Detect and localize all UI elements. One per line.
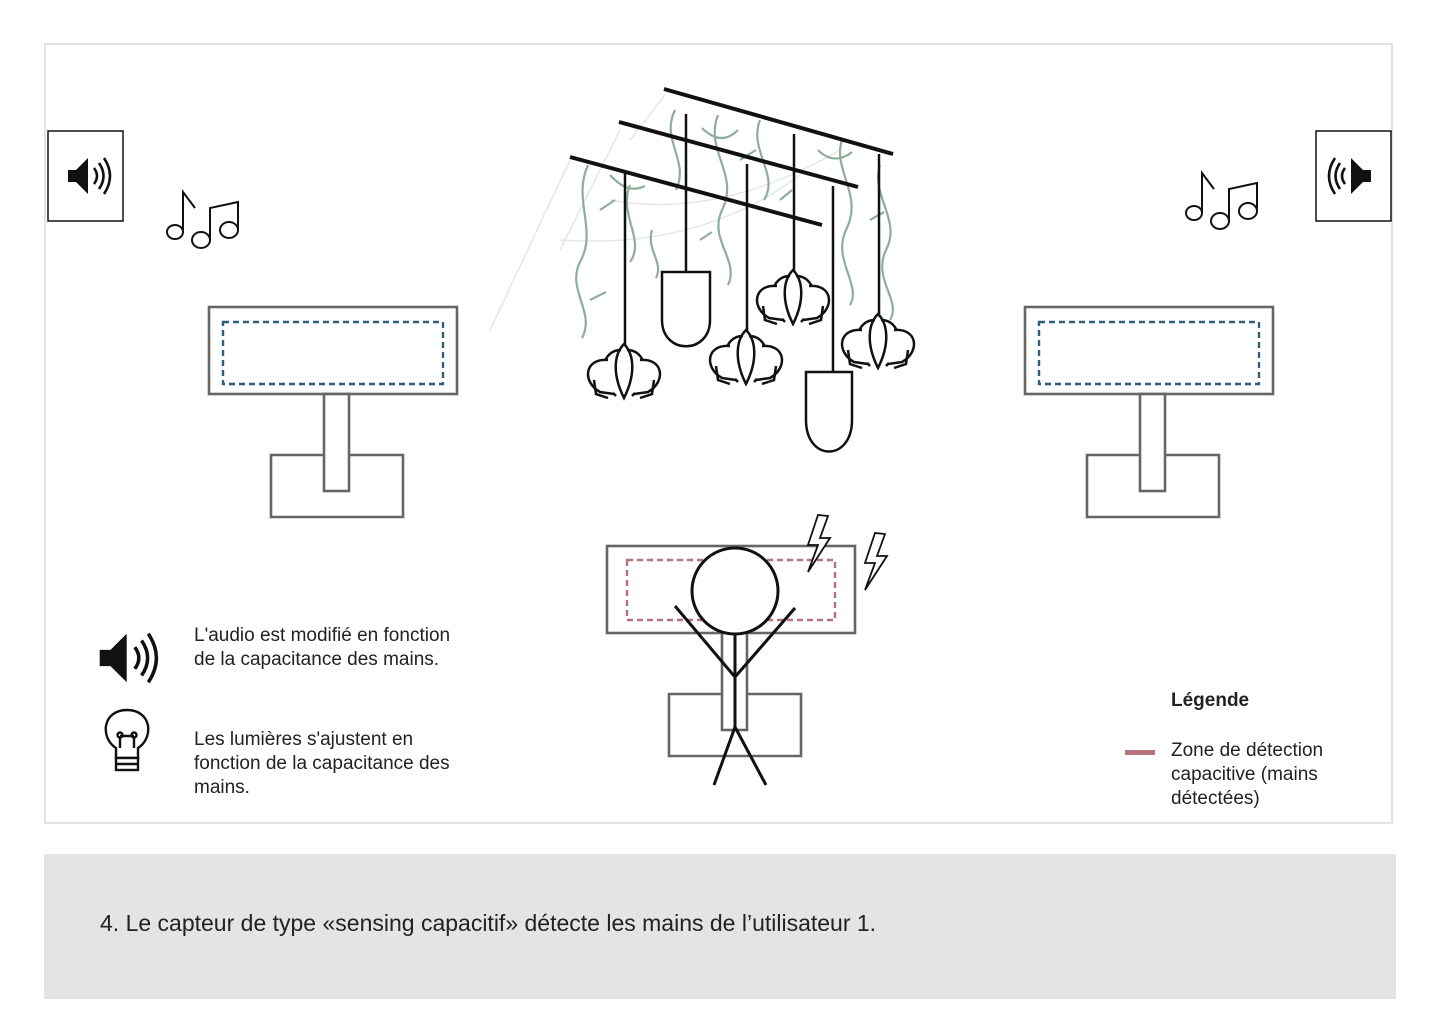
- lamp-icon: [708, 328, 784, 386]
- lamp-icon: [660, 270, 712, 348]
- speaker-icon: [97, 631, 159, 685]
- legend-title: Légende: [1171, 690, 1250, 711]
- left-speaker: [47, 130, 124, 222]
- lamp-icon: [755, 268, 831, 326]
- lamp-icon: [840, 312, 916, 370]
- sensor-stand-right: [1023, 305, 1275, 519]
- lightbulb-icon: [104, 708, 150, 772]
- lamp-icon: [804, 370, 854, 453]
- sensor-zone-idle: [1037, 320, 1261, 386]
- legend-swatch: [1125, 750, 1155, 755]
- music-notes-icon: [1185, 172, 1258, 230]
- note-audio: L'audio est modifié en fonction de la ca…: [194, 625, 451, 670]
- sensor-zone-idle: [221, 320, 445, 386]
- legend-item-label: Zone de détection capacitive (mains déte…: [1171, 740, 1324, 809]
- lightning-icon: [863, 532, 889, 591]
- note-lights: Les lumières s'ajustent en fonction de l…: [194, 729, 450, 798]
- caption-text: 4. Le capteur de type «sensing capacitif…: [100, 910, 877, 936]
- music-notes-icon: [166, 191, 239, 249]
- caption-panel: 4. Le capteur de type «sensing capacitif…: [44, 854, 1396, 999]
- vines: [575, 109, 894, 339]
- sensor-stand-left: [207, 305, 459, 519]
- light-installation: [489, 87, 916, 453]
- trellis-bars: [569, 87, 894, 227]
- lamp-icon: [586, 342, 662, 400]
- person-icon: [673, 546, 797, 786]
- right-speaker: [1315, 130, 1392, 222]
- lightning-icon: [806, 514, 832, 573]
